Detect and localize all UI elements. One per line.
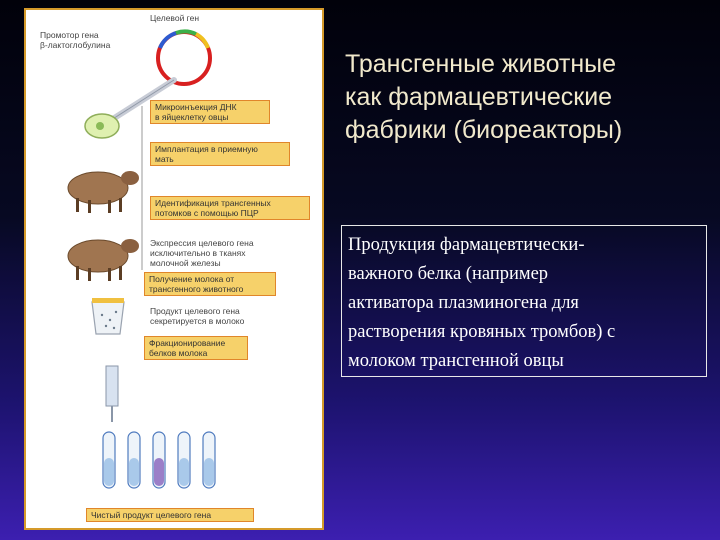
- egg-cell-icon: [85, 114, 119, 138]
- step-pure-product: Чистый продукт целевого гена: [86, 508, 254, 522]
- milk-beaker-icon: [92, 298, 124, 334]
- slide-body-text: Продукция фармацевтически- важного белка…: [341, 225, 707, 377]
- step-fractionation: Фракционирование белков молока: [144, 336, 248, 360]
- promoter-label: Промотор гена β-лактоглобулина: [40, 30, 110, 50]
- note-mammary-expression: Экспрессия целевого гена исключительно в…: [150, 238, 254, 268]
- step-pcr-identification: Идентификация трансгенных потомков с пом…: [150, 196, 310, 220]
- transgenic-sheep-icon: [68, 239, 139, 281]
- test-tubes-icon: [103, 432, 215, 488]
- note-milk-secretion: Продукт целевого гена секретируется в мо…: [150, 306, 244, 326]
- sheep-icon: [68, 171, 139, 213]
- step-microinjection: Микроинъекция ДНК в яйцеклетку овцы: [150, 100, 270, 124]
- target-gene-label: Целевой ген: [150, 13, 199, 23]
- step-implantation: Имплантация в приемную мать: [150, 142, 290, 166]
- plasmid-icon: [158, 31, 210, 84]
- chromatography-column-icon: [106, 366, 118, 422]
- diagram-drawing: [26, 10, 322, 528]
- transgenic-process-diagram: Целевой ген Промотор гена β-лактоглобули…: [24, 8, 324, 530]
- slide-title: Трансгенные животные как фармацевтически…: [345, 48, 715, 147]
- step-milk-collection: Получение молока от трансгенного животно…: [144, 272, 276, 296]
